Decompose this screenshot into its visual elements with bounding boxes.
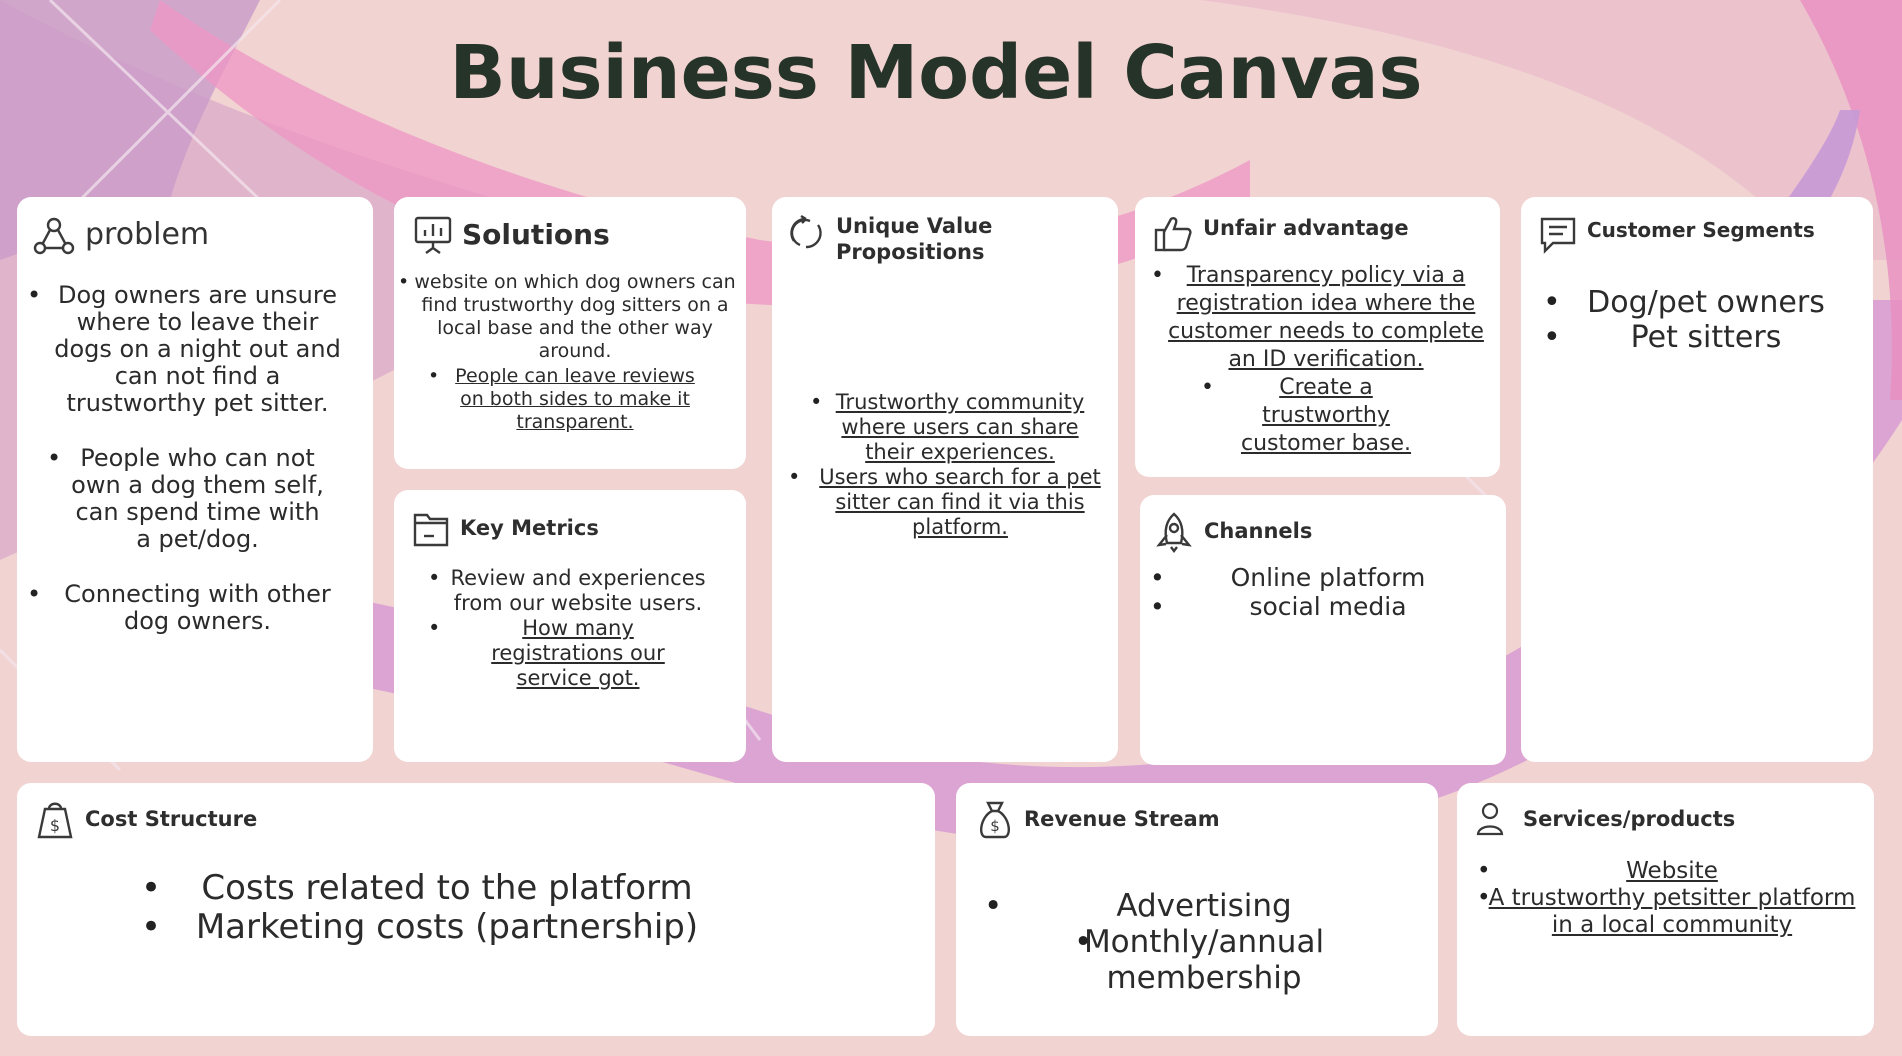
svg-text:$: $ [990,817,1000,835]
problem-card: problem Dog owners are unsure where to l… [17,197,373,762]
list-item: website on which dog owners can find tru… [398,271,738,363]
uvp-list: Trustworthy community where users can sh… [788,390,1110,540]
chat-bubble-icon [1540,217,1576,254]
services-card: Services/products Website A trustworthy … [1457,783,1874,1036]
thumbs-up-icon [1154,217,1192,252]
list-item: People who can not own a dog them self, … [45,445,350,553]
list-item: Dog/pet owners [1543,285,1863,320]
list-item: Review and experiences from our website … [428,566,728,616]
cost-structure-title: Cost Structure [85,807,258,831]
revenue-stream-title: Revenue Stream [1024,807,1220,831]
uvp-card: Unique Value Propositions Trustworthy co… [772,197,1118,762]
cost-structure-card: $ Cost Structure Costs related to the pl… [17,783,935,1036]
list-item: Transparency policy via a registration i… [1151,262,1489,374]
price-tag-icon: $ [37,802,73,839]
unfair-advantage-list: Transparency policy via a registration i… [1151,262,1489,458]
customer-segments-title: Customer Segments [1587,218,1815,242]
services-list: Website A trustworthy petsitter platform… [1477,858,1867,939]
channels-title: Channels [1204,519,1313,543]
unfair-advantage-card: Unfair advantage Transparency policy via… [1135,197,1500,477]
revenue-stream-card: $ Revenue Stream Advertising Monthly/ann… [956,783,1438,1036]
money-bag-icon: $ [980,801,1010,839]
list-item: People can leave reviews on both sides t… [412,365,738,434]
list-item: Dog owners are unsure where to leave the… [27,282,350,417]
key-metrics-title: Key Metrics [460,516,599,540]
list-item: Website [1477,858,1867,885]
refresh-cycle-icon [790,214,822,249]
list-item: Costs related to the platform [141,869,727,909]
key-metrics-list: Review and experiences from our website … [428,566,728,691]
list-item: Trustworthy community where users can sh… [810,390,1110,465]
problem-list: Dog owners are unsure where to leave the… [27,282,350,635]
users-network-icon [33,217,75,255]
list-item: A trustworthy petsitter platform in a lo… [1477,885,1867,939]
list-item: Online platform [1150,563,1498,592]
person-icon [1476,802,1504,836]
channels-card: Channels Online platform social media [1140,495,1506,765]
services-title: Services/products [1523,807,1736,831]
revenue-stream-list: Advertising Monthly/annual membership [984,888,1424,996]
solutions-card: Solutions website on which dog owners ca… [394,197,746,469]
list-item: Create a trustworthy customer base. [1163,374,1489,458]
customer-segments-card: Customer Segments Dog/pet owners Pet sit… [1521,197,1873,762]
customer-segments-list: Dog/pet owners Pet sitters [1543,285,1863,355]
list-item: Pet sitters [1543,320,1863,355]
page-title: Business Model Canvas [449,30,1423,116]
problem-title: problem [85,217,210,252]
list-item: How many registrations our service got. [428,616,728,691]
folder-icon [413,513,449,547]
list-item: Marketing costs (partnership) [141,908,727,948]
key-metrics-card: Key Metrics Review and experiences from … [394,490,746,762]
channels-list: Online platform social media [1150,563,1498,621]
solutions-title: Solutions [462,218,610,251]
rocket-icon [1156,512,1192,553]
list-item: Monthly/annual membership [984,924,1424,996]
solutions-list: website on which dog owners can find tru… [398,271,738,434]
list-item: social media [1150,592,1498,621]
list-item: Users who search for a pet sitter can fi… [788,465,1110,540]
cost-structure-list: Costs related to the platform Marketing … [141,869,727,948]
unfair-advantage-title: Unfair advantage [1203,216,1409,240]
svg-text:$: $ [50,816,60,835]
list-item: Advertising [984,888,1424,924]
uvp-title: Unique Value Propositions [836,214,993,264]
list-item: Connecting with other dog owners. [27,581,350,635]
presentation-chart-icon [414,216,452,254]
